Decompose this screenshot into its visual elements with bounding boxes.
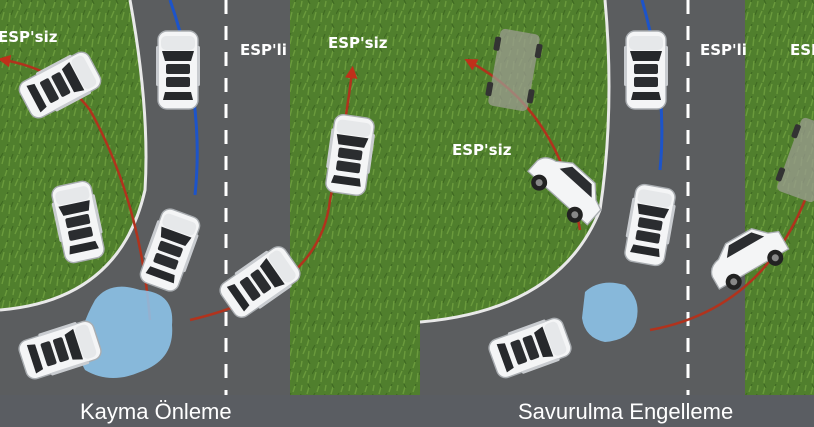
label-no-esp-2: ESP'siz: [328, 34, 388, 52]
car-esp-top: [155, 30, 201, 110]
road-left: [0, 0, 290, 395]
caption-left: Kayma Önleme: [80, 399, 232, 424]
water-puddle-left: [79, 286, 173, 379]
road-left-edge: [0, 0, 148, 312]
label-esp-2: ESP'li: [700, 41, 747, 59]
label-no-esp-3: ESP'siz: [452, 141, 512, 159]
caption-bar: [0, 395, 814, 427]
no-esp-path-4: [649, 199, 807, 332]
water-puddle-right: [582, 282, 638, 342]
label-no-esp-4: ESP'siz: [790, 41, 814, 59]
caption-right: Savurulma Engelleme: [518, 399, 733, 424]
label-esp-1: ESP'li: [240, 41, 287, 59]
car-esp-top-right: [623, 30, 669, 110]
label-no-esp-1: ESP'siz: [0, 28, 58, 46]
